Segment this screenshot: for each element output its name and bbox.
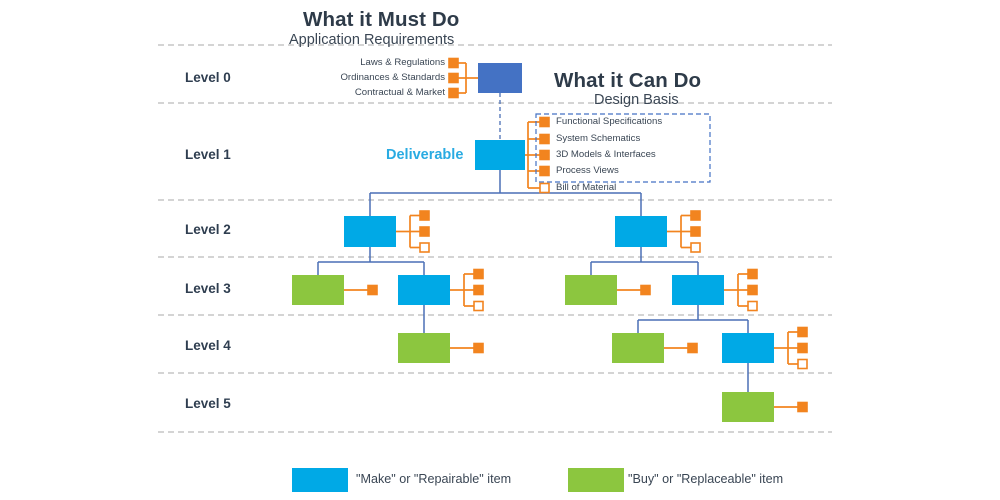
- attribute-square-n4c-1[interactable]: [797, 342, 808, 354]
- node-box-n4c[interactable]: [722, 333, 774, 363]
- attribute-square-n3a-0[interactable]: [367, 284, 378, 296]
- heading-right-subtitle: Design Basis: [594, 92, 679, 108]
- attribute-square-n2a-2[interactable]: [419, 242, 430, 253]
- attribute-square-n2b-2[interactable]: [690, 242, 701, 253]
- heading-left-title: What it Must Do: [303, 8, 460, 31]
- attribute-connectors: [344, 214, 798, 408]
- legend-label-0: "Make" or "Repairable" item: [356, 472, 512, 486]
- level-label-5: Level 5: [185, 396, 231, 411]
- node-box-n5a[interactable]: [722, 392, 774, 422]
- attribute-square-n4c-0[interactable]: [797, 326, 808, 338]
- level-label-4: Level 4: [185, 338, 231, 353]
- design-basis-label-2: 3D Models & Interfaces: [556, 149, 656, 160]
- design-basis-square-4[interactable]: [539, 182, 550, 194]
- attribute-square-n3d-2[interactable]: [747, 300, 758, 312]
- node-box-n2a[interactable]: [344, 216, 396, 247]
- tree-connectors: [317, 93, 749, 392]
- legend-swatch-0: [292, 468, 348, 492]
- legend-swatches: [292, 468, 624, 492]
- level-label-3: Level 3: [185, 281, 231, 296]
- attribute-square-n2a-1[interactable]: [419, 226, 430, 237]
- requirement-connectors: [458, 62, 478, 94]
- node-boxes: [292, 63, 774, 422]
- design-basis-label-0: Functional Specifications: [556, 116, 663, 127]
- requirement-square-1[interactable]: [448, 72, 459, 84]
- node-box-n2b[interactable]: [615, 216, 667, 247]
- design-basis-square-0[interactable]: [539, 116, 550, 128]
- level-label-1: Level 1: [185, 147, 231, 162]
- legend-swatch-1: [568, 468, 624, 492]
- attribute-square-n3b-2[interactable]: [473, 300, 484, 312]
- node-box-n4a[interactable]: [398, 333, 450, 363]
- requirement-label-1: Ordinances & Standards: [340, 72, 445, 83]
- node-box-n3a[interactable]: [292, 275, 344, 305]
- attribute-square-n3d-1[interactable]: [747, 284, 758, 296]
- heading-right-title: What it Can Do: [554, 69, 702, 92]
- heading-left-subtitle: Application Requirements: [289, 32, 455, 48]
- design-basis-square-2[interactable]: [539, 149, 550, 161]
- attribute-square-n4a-0[interactable]: [473, 342, 484, 354]
- attribute-square-n4c-2[interactable]: [797, 358, 808, 370]
- design-basis-label-3: Process Views: [556, 165, 619, 176]
- attribute-square-n2b-1[interactable]: [690, 226, 701, 237]
- legend-label-1: "Buy" or "Replaceable" item: [628, 472, 784, 486]
- attribute-square-n2a-0[interactable]: [419, 210, 430, 221]
- attribute-square-n4b-0[interactable]: [687, 342, 698, 354]
- attribute-square-n5a-0[interactable]: [797, 401, 808, 413]
- node-box-n4b[interactable]: [612, 333, 664, 363]
- design-basis-label-1: System Schematics: [556, 133, 641, 144]
- design-basis-dashed-box: [535, 113, 711, 183]
- level-dividers: [158, 44, 832, 433]
- design-basis-connectors: [525, 121, 540, 189]
- design-basis-square-1[interactable]: [539, 133, 550, 145]
- requirement-label-0: Laws & Regulations: [360, 57, 445, 68]
- level-label-2: Level 2: [185, 222, 231, 237]
- node-box-n3b[interactable]: [398, 275, 450, 305]
- attribute-square-n3c-0[interactable]: [640, 284, 651, 296]
- level-label-0: Level 0: [185, 70, 231, 85]
- node-box-n3c[interactable]: [565, 275, 617, 305]
- design-basis-group-outline: [535, 113, 711, 183]
- attribute-square-n3d-0[interactable]: [747, 268, 758, 280]
- node-box-n0[interactable]: [478, 63, 522, 93]
- attribute-square-n3b-0[interactable]: [473, 268, 484, 280]
- attribute-square-n2b-0[interactable]: [690, 210, 701, 221]
- design-basis-label-4: Bill of Material: [556, 182, 617, 193]
- design-basis-square-3[interactable]: [539, 165, 550, 177]
- deliverable-label: Deliverable: [386, 147, 464, 163]
- requirement-label-2: Contractual & Market: [354, 87, 445, 98]
- attribute-square-n3b-1[interactable]: [473, 284, 484, 296]
- attribute-squares: [367, 57, 808, 413]
- node-box-n1[interactable]: [475, 140, 525, 170]
- requirement-square-0[interactable]: [448, 57, 459, 69]
- requirement-square-2[interactable]: [448, 87, 459, 99]
- node-box-n3d[interactable]: [672, 275, 724, 305]
